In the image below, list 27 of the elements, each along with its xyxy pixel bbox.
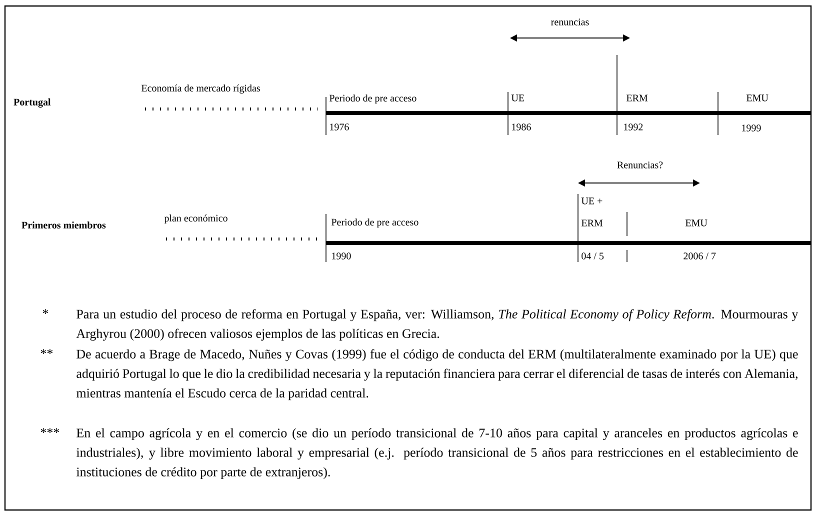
footnote-text: En el campo agrícola y en el comercio (se dio un período transicional de 7-10 años para capital y aranceles en productos agrícolas e industriales), y libre movimiento laboral y empresarial (e.j. período transicional de 5 años para restricciones en el establecimiento de instituciones de crédito por parte de extranjeros). — [76, 428, 798, 479]
row-label: Portugal — [14, 98, 51, 108]
footnote-marker: ** — [40, 349, 53, 354]
span-label: renuncias — [551, 18, 589, 26]
milestone-label: EMU — [685, 220, 708, 226]
period-label: Periodo de pre acceso — [331, 218, 418, 228]
year-label: 1976 — [330, 124, 349, 130]
year-label: 2006 / 7 — [684, 252, 716, 260]
footnote-marker: *** — [40, 428, 60, 433]
milestone-label: ERM — [581, 220, 603, 226]
footnote-marker: * — [42, 309, 48, 314]
year-label: 1999 — [742, 124, 761, 132]
span-label: Renuncias? — [617, 162, 663, 168]
row-label: Primeros miembros — [22, 221, 106, 229]
year-label: 1986 — [512, 124, 531, 130]
footnote-text: Para un estudio del proceso de reforma en Portugal y España, ver: Williamson, The Political Economy of Policy Reform. Mourmouras y Arghyrou (2000) ofrecen valiosos ejemplos de las políticas en Grecia. — [76, 309, 798, 341]
row-note: Economía de mercado rígidas — [141, 84, 260, 94]
period-label: Periodo de pre acceso — [329, 94, 416, 104]
milestone-label: EMU — [746, 94, 768, 102]
milestone-label: UE — [511, 94, 524, 102]
milestone-label: UE + — [581, 198, 602, 204]
footnote-text: De acuerdo a Brage de Macedo, Nuñes y Covas (1999) fue el código de conducta del ERM (multilateralmente examinado por la UE) que adquirió Portugal lo que le dio la credibilidad necesaria y la reputación financiera para cerrar el diferencial de tasas de interés con Alemania, mientras mantenía el Escudo cerca de la paridad central. — [76, 349, 798, 400]
row-note: plan económico — [164, 214, 228, 224]
year-label: 1992 — [624, 124, 643, 130]
milestone-label: ERM — [626, 94, 648, 102]
year-label: 1990 — [332, 252, 351, 260]
year-label: 04 / 5 — [582, 252, 604, 260]
